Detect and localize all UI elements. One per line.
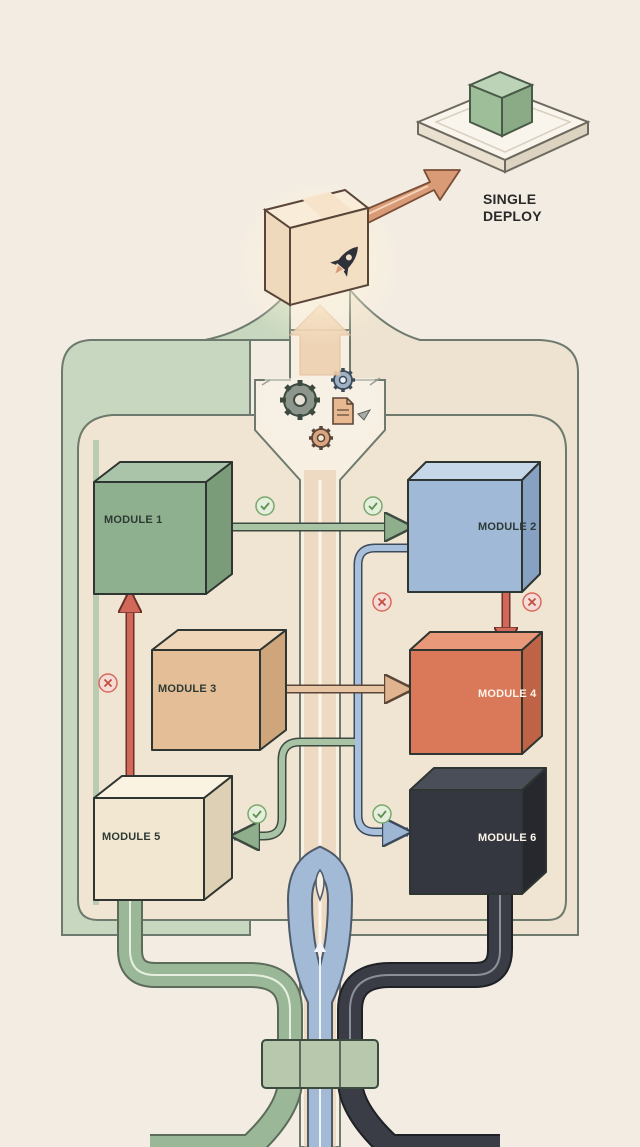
module-cube-m6 xyxy=(409,767,547,895)
bottom-pipes xyxy=(117,845,513,1147)
cube-top-face xyxy=(409,767,547,791)
check-icon xyxy=(372,804,392,824)
x-icon xyxy=(98,673,118,693)
modules-layer xyxy=(93,461,547,901)
module-cube-m1 xyxy=(93,461,233,595)
check-icon xyxy=(363,496,383,516)
cube-side-face xyxy=(521,461,541,593)
cube-top-face xyxy=(93,461,233,483)
cube-side-face xyxy=(205,461,233,595)
cube-front-face xyxy=(93,481,207,595)
x-icon xyxy=(522,592,542,612)
cube-front-face xyxy=(407,479,523,593)
cube-front-face xyxy=(151,649,261,751)
x-icon xyxy=(372,592,392,612)
cube-top-face xyxy=(409,631,543,651)
pipe-clamp xyxy=(261,1039,379,1089)
cube-front-face xyxy=(409,789,523,895)
check-icon xyxy=(255,496,275,516)
gear-icon xyxy=(280,380,320,420)
release-package xyxy=(262,188,371,307)
module-cube-m5 xyxy=(93,775,233,901)
gear-icon xyxy=(309,426,333,450)
module-cube-m3 xyxy=(151,629,287,751)
cube-top-face xyxy=(93,775,233,799)
deploy-arrow xyxy=(359,169,461,225)
cube-side-face xyxy=(521,631,543,755)
rocket-icon xyxy=(330,246,358,277)
module-cube-m4 xyxy=(409,631,543,755)
cube-top-face xyxy=(407,461,541,481)
cube-front-face xyxy=(93,797,205,901)
plane-icon xyxy=(357,409,372,421)
document-icon xyxy=(332,397,354,425)
deploy-platform xyxy=(415,70,591,174)
module-cube-m2 xyxy=(407,461,541,593)
build-hub xyxy=(260,368,381,450)
cube-top-face xyxy=(151,629,287,651)
status-badges xyxy=(98,496,542,824)
check-icon xyxy=(247,804,267,824)
cube-front-face xyxy=(409,649,523,755)
